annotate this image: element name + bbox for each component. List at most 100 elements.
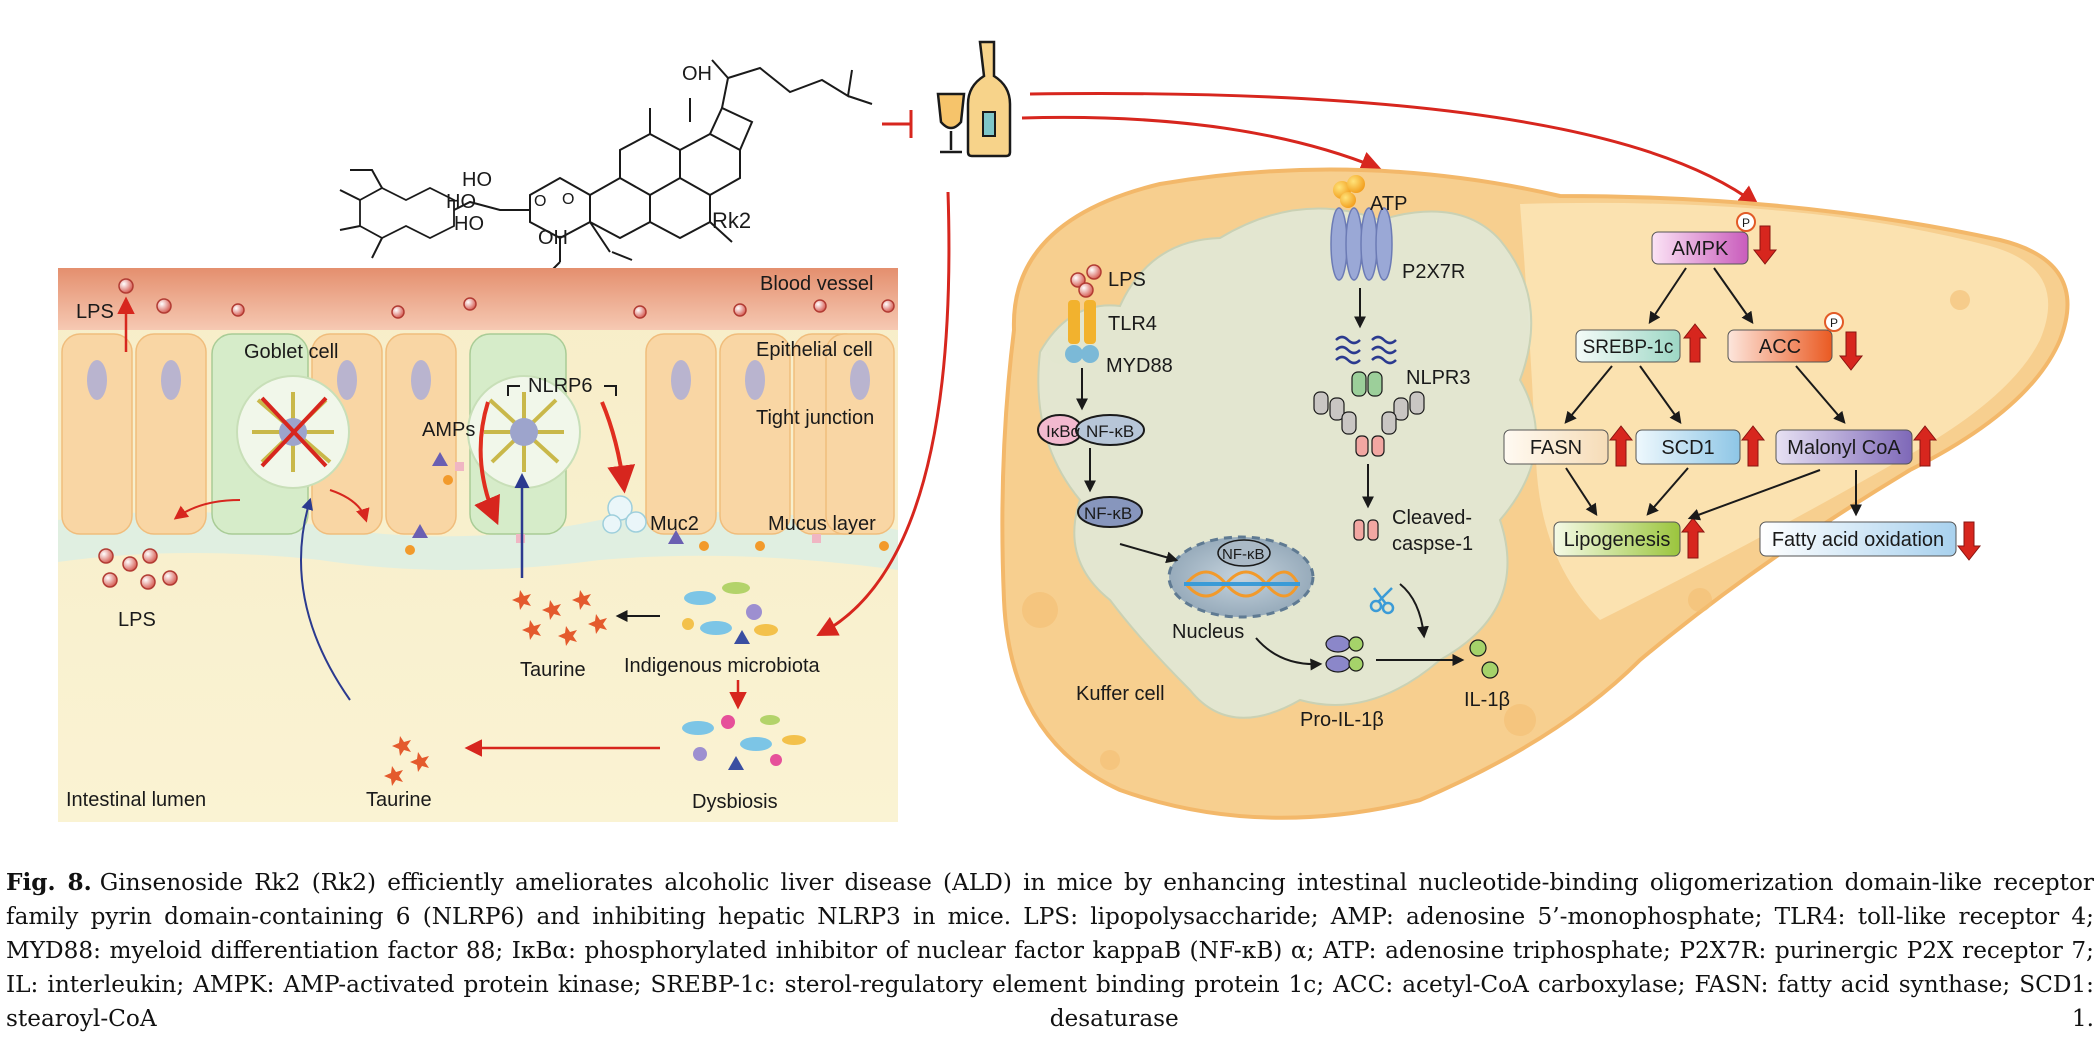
caption-line-4: AMP-activated protein kinase; SREBP-1c: …	[6, 971, 2094, 1032]
alcohol-bottle-icon	[966, 40, 1012, 158]
nlrp6-inflammasome-active	[484, 392, 564, 472]
rk2-structure	[339, 59, 873, 293]
lipogenesis-node: Lipogenesis	[1553, 521, 1681, 557]
tlr4-label: TLR4	[1108, 313, 1157, 335]
atp-label: ATP	[1370, 193, 1407, 215]
scd1-up-arrow	[1740, 425, 1766, 467]
muc2-bubbles	[602, 495, 647, 534]
ampk-node: AMPK	[1651, 231, 1749, 265]
malonyl-label: Malonyl CoA	[1787, 437, 1901, 459]
ho-label-1: HO	[462, 169, 492, 191]
scd1-node: SCD1	[1635, 429, 1741, 465]
fao-node: Fatty acid oxidation	[1759, 521, 1957, 557]
cleaved-caspase-1	[1353, 519, 1379, 541]
taurine-upper-stars	[512, 590, 607, 646]
epithelial-cell-label: Epithelial cell	[756, 339, 873, 361]
caption-line-3: differentiation factor 88; IκBα: phospho…	[6, 937, 2094, 998]
inhibited-cross-icon	[260, 396, 328, 468]
fasn-node: FASN	[1503, 429, 1609, 465]
myd88-label: MYD88	[1106, 355, 1173, 377]
pro-il1b-molecules	[1325, 635, 1364, 673]
il1b-label: IL-1β	[1464, 689, 1510, 711]
kuffer-cell-label: Kuffer cell	[1076, 683, 1165, 705]
srebp-up-arrow	[1682, 323, 1708, 363]
p2x7r-channel	[1330, 207, 1393, 281]
lps-particles	[98, 278, 895, 590]
dna-helix	[1184, 570, 1300, 598]
goblet-cell-label: Goblet cell	[244, 341, 339, 363]
lps-molecules	[1070, 264, 1102, 298]
nfkb-label: NF-κB	[1084, 504, 1132, 523]
amp-particles	[405, 452, 889, 555]
kupffer-cell-body	[1037, 207, 1537, 719]
lipogenesis-label: Lipogenesis	[1564, 529, 1671, 551]
goblet-lps-arrow-right	[329, 489, 370, 523]
kupffer-pathway-arrows	[1076, 288, 1465, 671]
cleaved-caspase-label-1: Cleaved-	[1392, 507, 1472, 529]
rk2-name-label: Rk2	[712, 208, 751, 233]
acc-down-arrow	[1838, 331, 1864, 371]
alcohol-to-hepatocyte-arrow	[1029, 92, 1760, 207]
wine-glass-icon	[936, 92, 966, 154]
inhibition-symbol	[882, 110, 913, 138]
o-ring-label: O	[534, 193, 546, 210]
amps-secretion-arrow	[474, 401, 500, 526]
ikba-nfkb-complex	[1037, 414, 1145, 446]
oh-bottom-label: OH	[538, 227, 568, 249]
srebp-node: SREBP-1c	[1575, 329, 1681, 363]
ampk-down-arrow	[1752, 225, 1778, 265]
ampk-phospho-badge: P	[1736, 212, 1756, 232]
figure-diagram: OH HO HO HO OH O O Rk2	[58, 40, 2070, 822]
amps-label: AMPs	[422, 419, 475, 441]
caption-line-1: Ginsenoside Rk2 (Rk2) efficiently amelio…	[6, 869, 2094, 930]
fao-down-arrow	[1956, 521, 1982, 561]
blood-vessel-label: Blood vessel	[760, 273, 873, 295]
nfkb-nucleus-label: NF-κB	[1222, 546, 1265, 563]
ampk-phospho-label: P	[1742, 216, 1750, 230]
ho-label-3: HO	[454, 213, 484, 235]
p2x7r-label: P2X7R	[1402, 261, 1465, 283]
acc-phospho-label: P	[1830, 316, 1838, 330]
muc2-label: Muc2	[650, 513, 699, 535]
cleaved-caspase-label-2: caspse-1	[1392, 533, 1473, 555]
epithelial-nuclei	[87, 360, 870, 400]
goblet-lps-arrow-left	[173, 499, 241, 520]
liver-panel: ATP P2X7R LPS TLR4 MYD88 NLPR3 IκBα NF-κ…	[1000, 167, 2070, 820]
intestinal-lumen-label: Intestinal lumen	[66, 789, 206, 811]
indigenous-microbiota	[682, 582, 778, 644]
o-link-label: O	[562, 191, 574, 208]
acc-node: ACC	[1727, 329, 1833, 363]
nfkb-free	[1077, 496, 1143, 528]
nlrp6-label: NLRP6	[528, 375, 592, 397]
indigenous-microbiota-label: Indigenous microbiota	[624, 655, 821, 677]
ikba-label: IκBα	[1046, 422, 1081, 441]
dysbiosis-label: Dysbiosis	[692, 791, 778, 813]
oh-top-label: OH	[682, 63, 712, 85]
regulation-arrows	[1608, 225, 1982, 561]
caption-label: Fig. 8.	[6, 869, 92, 896]
muc2-secretion-arrow	[600, 401, 636, 494]
caption-line-2: pyrin domain-containing 6 (NLRP6) and in…	[6, 903, 2094, 964]
figure-caption: Fig. 8.Ginsenoside Rk2 (Rk2) efficiently…	[6, 866, 2094, 1036]
lps-top-label: LPS	[76, 301, 114, 323]
srebp-label: SREBP-1c	[1583, 337, 1674, 358]
fao-label: Fatty acid oxidation	[1772, 529, 1944, 551]
tlr4-receptor	[1065, 300, 1099, 363]
nlrp3-inflammasome	[1313, 335, 1425, 457]
ampk-label: AMPK	[1672, 238, 1729, 260]
mucus-layer-label: Mucus layer	[768, 513, 876, 535]
malonyl-up-arrow	[1912, 425, 1938, 467]
intestine-panel: Blood vessel LPS Goblet cell Epithelial …	[58, 268, 898, 822]
taurine-goblet-arrow	[300, 497, 351, 701]
nucleus-label: Nucleus	[1172, 621, 1244, 643]
scd1-label: SCD1	[1661, 437, 1714, 459]
taurine-lower-stars	[384, 736, 429, 786]
rk2-labels: OH HO HO HO OH O O Rk2	[446, 63, 751, 249]
lps-kupffer-label: LPS	[1108, 269, 1146, 291]
alcohol-to-intestine-arrow	[816, 191, 951, 636]
acc-phospho-badge: P	[1824, 312, 1844, 332]
nfkb-complex-label: NF-κB	[1086, 422, 1134, 441]
fasn-label: FASN	[1530, 437, 1582, 459]
ho-label-2: HO	[446, 191, 476, 213]
hepatocyte-pathway-arrows	[1564, 267, 1862, 521]
